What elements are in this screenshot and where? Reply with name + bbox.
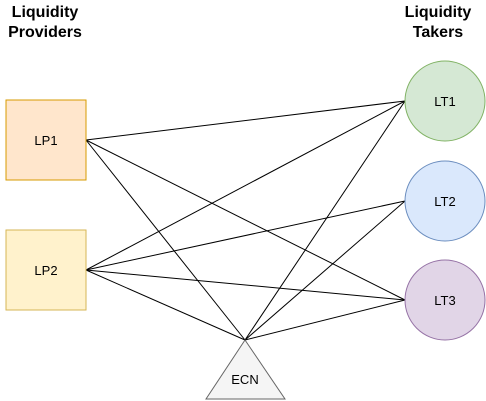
lt2-label: LT2 — [434, 194, 455, 209]
lt3-label: LT3 — [434, 293, 455, 308]
ecn-node — [205, 339, 286, 400]
edge-lp2-lt3 — [85, 269, 406, 301]
lp1-node — [5, 99, 87, 181]
lt2-node — [404, 160, 486, 242]
connection-lines — [85, 100, 406, 341]
providers-heading-line-1: Liquidity — [12, 4, 79, 21]
takers-heading-line-1: Liquidity — [405, 4, 472, 21]
edge-lp1-lt3 — [85, 139, 406, 301]
edge-lp2-ecn — [85, 269, 246, 341]
edge-lp2-lt1 — [85, 100, 406, 271]
lp2-node — [5, 229, 87, 311]
providers-heading-line-2: Providers — [8, 24, 82, 41]
edge-ecn-lt3 — [244, 299, 406, 341]
edge-lp1-lt1 — [85, 100, 406, 141]
lt1-label: LT1 — [434, 94, 455, 109]
edge-lp2-lt2 — [85, 200, 406, 271]
edge-ecn-lt1 — [244, 100, 406, 341]
lp1-label: LP1 — [34, 133, 57, 148]
takers-heading-line-2: Takers — [413, 24, 464, 41]
lt1-node — [404, 60, 486, 142]
lp2-label: LP2 — [34, 263, 57, 278]
edge-lp1-ecn — [85, 139, 246, 341]
edge-ecn-lt2 — [244, 200, 406, 341]
ecn-label: ECN — [231, 372, 258, 387]
lt3-node — [404, 259, 486, 341]
